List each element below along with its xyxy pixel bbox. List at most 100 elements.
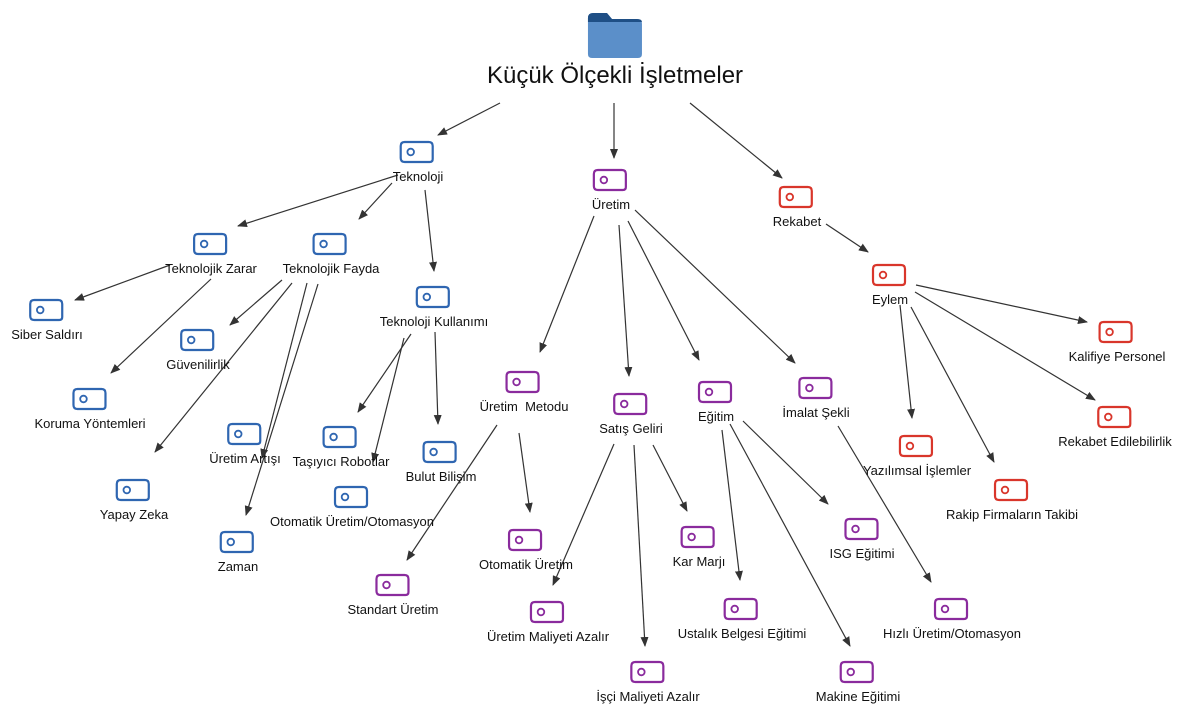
tag-icon [933,597,969,621]
node-uretim-metodu[interactable]: Üretim Metodu [479,370,569,414]
node-label: Otomatik Üretim [479,557,573,572]
connector-teknoloji_kullanimi-to-tasiyici_robotlar [357,333,412,413]
connector-root-to-rekabet [689,102,783,179]
connector-satis_geliri-to-kar_marji [652,444,688,512]
node-imalat-sekli[interactable]: İmalat Şekli [782,376,850,420]
node-label: Satış Geliri [599,421,663,436]
node-kalifiye-personel[interactable]: Kalifiye Personel [1069,320,1165,364]
node-guvenilirlik[interactable]: Güvenilirlik [166,328,230,372]
node-label: Standart Üretim [347,602,439,617]
node-teknolojik-fayda[interactable]: Teknolojik Fayda [282,232,380,276]
node-yapay-zeka[interactable]: Yapay Zeka [100,478,168,522]
connector-uretim-to-uretim_metodu [539,215,595,353]
node-otomatik-uretim-otomasyon[interactable]: Otomatik Üretim/Otomasyon [270,485,434,529]
node-label: Zaman [217,559,259,574]
tag-icon [898,434,934,458]
connector-teknoloji_kullanimi-to-bulut_bilisim [433,331,442,425]
node-standart-uretim[interactable]: Standart Üretim [347,573,439,617]
node-satis-geliri[interactable]: Satış Geliri [599,392,663,436]
connector-eylem-to-kalifiye_personel [915,284,1088,325]
node-isci-maliyeti-azalir[interactable]: İşçi Maliyeti Azalır [596,660,700,704]
node-rekabet[interactable]: Rekabet [773,185,821,229]
node-label: Taşıyıcı Robotlar [292,454,390,469]
node-label: Rakip Firmaların Takibi [946,507,1078,522]
root-label: Küçük Ölçekli İşletmeler [486,62,744,89]
node-uretim-maliyeti-azalir[interactable]: Üretim Maliyeti Azalır [487,600,609,644]
connector-uretim_metodu-to-otomatik_uretim [518,432,533,513]
tag-icon [28,298,64,322]
tag-icon [333,485,369,509]
tag-icon [843,517,879,541]
node-label: Yapay Zeka [99,507,169,522]
node-label: Üretim [591,197,631,212]
node-teknoloji-kullanimi[interactable]: Teknoloji Kullanımı [380,285,488,329]
node-label: Üretim Metodu [479,399,569,414]
node-rakip-firmalarin-takibi[interactable]: Rakip Firmaların Takibi [946,478,1078,522]
node-bulut-bilisim[interactable]: Bulut Bilişim [405,440,477,484]
tag-icon [1098,320,1134,344]
node-rekabet-edilebilirlik[interactable]: Rekabet Edilebilirlik [1058,405,1172,449]
connector-satis_geliri-to-isci_maliyeti_azalir [633,444,649,647]
connector-uretim-to-imalat_sekli [634,209,796,364]
node-makine-egitimi[interactable]: Makine Eğitimi [815,660,901,704]
node-label: Üretim Maliyeti Azalır [486,629,610,644]
tag-icon [312,232,348,256]
node-label: Teknolojik Fayda [282,261,380,276]
tag-icon [115,478,151,502]
tag-icon [871,263,907,287]
node-yazilimsal-islemler[interactable]: Yazılımsal İşlemler [863,434,971,478]
node-otomatik-uretim[interactable]: Otomatik Üretim [479,528,573,572]
tag-icon [1096,405,1132,429]
tag-icon [680,525,716,549]
node-uretim-artisi[interactable]: Üretim Artışı [209,422,281,466]
connector-eylem-to-rekabet_edilebilirlik [914,291,1096,401]
node-label: Hızlı Üretim/Otomasyon [883,626,1021,641]
node-ustalik-belgesi-egitimi[interactable]: Ustalık Belgesi Eğitimi [678,597,806,641]
tag-icon [592,168,628,192]
node-label: Otomatik Üretim/Otomasyon [270,514,434,529]
connector-imalat_sekli-to-hizli_uretim_otomasyon [837,425,932,583]
connector-teknoloji-to-teknolojik_zarar [237,174,399,228]
connector-teknoloji-to-teknoloji_kullanimi [424,189,437,272]
node-egitim[interactable]: Eğitim [697,380,735,424]
connector-egitim-to-isg_egitimi [742,420,829,505]
node-siber-saldiri[interactable]: Siber Saldırı [11,298,83,342]
node-teknolojik-zarar[interactable]: Teknolojik Zarar [165,232,257,276]
node-tasiyici-robotlar[interactable]: Taşıyıcı Robotlar [292,425,390,469]
tag-icon [374,573,410,597]
tag-icon [415,285,451,309]
node-isg-egitimi[interactable]: ISG Eğitimi [829,517,895,561]
tag-icon [226,422,262,446]
connector-egitim-to-ustalik_belgesi_egitimi [721,429,743,581]
root-node[interactable]: Küçük Ölçekli İşletmeler [487,8,743,90]
node-label: Kar Marjı [672,554,726,569]
node-hizli-uretim-otomasyon[interactable]: Hızlı Üretim/Otomasyon [883,597,1021,641]
tag-icon [993,478,1029,502]
connector-teknolojik_fayda-to-zaman [244,283,319,516]
node-label: ISG Eğitimi [829,546,895,561]
node-kar-marji[interactable]: Kar Marjı [672,525,726,569]
connector-uretim-to-egitim [627,220,700,361]
node-label: Yazılımsal İşlemler [862,463,972,478]
node-zaman[interactable]: Zaman [218,530,258,574]
connector-rekabet-to-eylem [825,223,869,253]
node-label: İşçi Maliyeti Azalır [596,689,700,704]
connector-root-to-teknoloji [437,102,501,136]
node-label: Eğitim [697,409,735,424]
tag-icon [192,232,228,256]
node-label: Koruma Yöntemleri [34,416,146,431]
node-label: Bulut Bilişim [405,469,477,484]
node-koruma-yontemleri[interactable]: Koruma Yöntemleri [34,387,146,431]
node-eylem[interactable]: Eylem [871,263,909,307]
node-label: Güvenilirlik [166,357,230,372]
connector-teknolojik_zarar-to-siber_saldiri [74,264,171,301]
tag-icon [629,660,665,684]
node-label: Makine Eğitimi [815,689,901,704]
node-label: İmalat Şekli [782,405,850,420]
node-uretim[interactable]: Üretim [592,168,630,212]
tag-icon [505,370,541,394]
folder-icon [587,13,642,58]
node-teknoloji[interactable]: Teknoloji [393,140,443,184]
